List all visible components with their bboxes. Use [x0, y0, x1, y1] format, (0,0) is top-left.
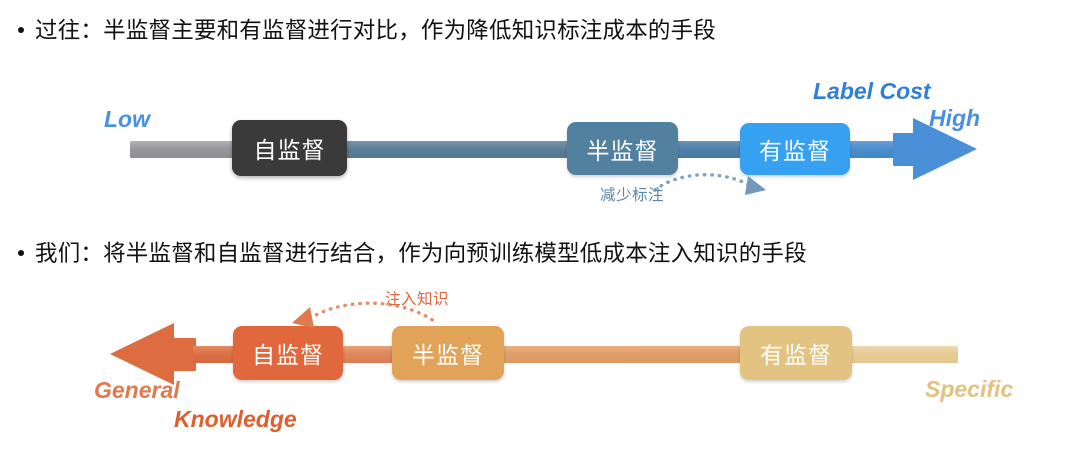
node-self-supervised-ours[interactable]: 自监督: [233, 326, 343, 380]
bullet-past-text: 过往：半监督主要和有监督进行对比，作为降低知识标注成本的手段: [35, 18, 717, 43]
axis-label-specific: Specific: [925, 376, 1014, 402]
node-supervised-ours[interactable]: 有监督: [740, 326, 852, 380]
arrow-head-left-icon: [110, 323, 174, 385]
annotation-label-inject: 注入知识: [385, 291, 450, 308]
axis-title-label-cost: Label Cost: [813, 78, 931, 104]
axis-label-low: Low: [104, 106, 150, 132]
track-segment-3: [672, 141, 746, 158]
node-self-supervised-ours-label: 自监督: [252, 342, 324, 368]
bullet-ours: 我们：将半监督和自监督进行结合，作为向预训练模型低成本注入知识的手段: [18, 241, 807, 266]
track-segment-1: [130, 141, 238, 158]
arrow-shaft-left: [172, 338, 196, 371]
arrow-head-right-icon: [913, 118, 977, 180]
axis-label-knowledge: Knowledge: [174, 406, 297, 432]
track-segment-4: [845, 141, 903, 158]
node-supervised-ours-label: 有监督: [760, 342, 832, 368]
node-semi-supervised-ours-label: 半监督: [412, 342, 484, 368]
axis-label-high: High: [929, 105, 981, 131]
track-segment-o1: [193, 346, 239, 363]
bullet-dot-icon-2: [18, 250, 24, 256]
annotation-label-reduce: 减少标注: [600, 187, 665, 204]
annotation-arrow-inject-knowledge-icon: [292, 301, 436, 328]
node-semi-supervised[interactable]: 半监督: [567, 122, 678, 175]
bullet-dot-icon: [18, 27, 24, 33]
track-segment-o2: [339, 346, 397, 363]
node-self-supervised[interactable]: 自监督: [232, 120, 347, 176]
track-segment-o3: [500, 346, 744, 363]
arrow-shaft: [893, 133, 915, 166]
node-semi-supervised-label: 半监督: [586, 137, 659, 164]
bullet-ours-text: 我们：将半监督和自监督进行结合，作为向预训练模型低成本注入知识的手段: [35, 241, 807, 266]
track-segment-2: [341, 141, 573, 158]
node-supervised[interactable]: 有监督: [740, 123, 850, 175]
diagram-past: 自监督 半监督 有监督 Low High Label Cost 减少标注: [0, 80, 1080, 220]
diagram-ours: 自监督 半监督 有监督 注入知识 General Knowledge Speci…: [0, 285, 1080, 450]
node-semi-supervised-ours[interactable]: 半监督: [392, 326, 504, 380]
axis-label-general: General: [94, 377, 180, 403]
bullet-past: 过往：半监督主要和有监督进行对比，作为降低知识标注成本的手段: [18, 18, 717, 43]
track-segment-o4: [848, 346, 958, 363]
node-self-supervised-label: 自监督: [253, 137, 326, 163]
node-supervised-label: 有监督: [759, 138, 831, 164]
annotation-arrow-reduce-label-icon: [653, 173, 766, 195]
